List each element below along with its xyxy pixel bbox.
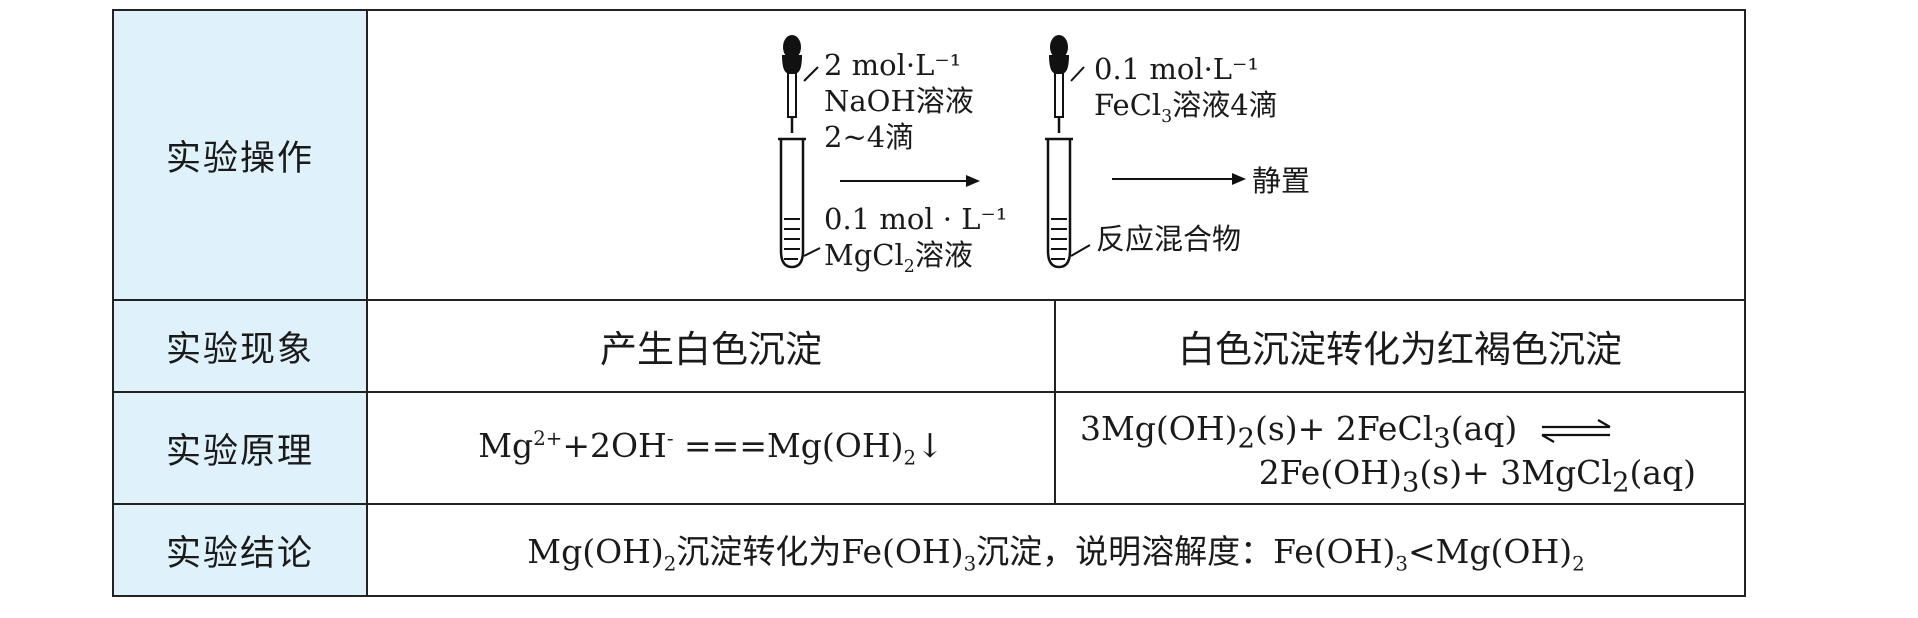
header-operation: 实验操作 [112,9,368,301]
header-phenomenon: 实验现象 [112,299,368,393]
equation-line-2: 2Fe(OH)3(s)+ 3MgCl2(aq) [1258,453,1696,499]
row-phenomenon: 实验现象 产生白色沉淀 白色沉淀转化为红褐色沉淀 [112,299,1746,393]
reaction-arrow-2-icon [1112,173,1246,185]
experiment-table: 实验操作 [112,9,1746,597]
tube-1-label: 0.1 mol · L⁻¹ MgCl2溶液 [824,202,1008,277]
dropper-2-icon [1049,35,1085,133]
dropper-1-icon [782,35,819,133]
principle-right-cell: 3Mg(OH)2(s)+ 2FeCl3(aq) 2Fe(OH)3(s)+ 3Mg… [1054,391,1746,505]
conclusion-text: Mg(OH)2沉淀转化为Fe(OH)3沉淀，说明溶解度：Fe(OH)3<Mg(O… [366,503,1746,597]
header-principle: 实验原理 [112,391,368,505]
operation-diagram: 2 mol·L⁻¹ NaOH溶液 2~4滴 0.1 mol · L⁻¹ MgCl… [368,11,1744,299]
row-operation: 实验操作 [112,9,1746,301]
operation-diagram-cell: 2 mol·L⁻¹ NaOH溶液 2~4滴 0.1 mol · L⁻¹ MgCl… [366,9,1746,301]
principle-right-equation: 3Mg(OH)2(s)+ 2FeCl3(aq) 2Fe(OH)3(s)+ 3Mg… [1056,393,1744,503]
principle-left-equation: Mg2++2OH- ===Mg(OH)2↓ [366,391,1056,505]
equilibrium-arrows-icon [1541,419,1611,443]
phenomenon-right: 白色沉淀转化为红褐色沉淀 [1054,299,1746,393]
row-conclusion: 实验结论 Mg(OH)2沉淀转化为Fe(OH)3沉淀，说明溶解度：Fe(OH)3… [112,503,1746,597]
test-tube-2-icon [1045,137,1091,269]
equation-line-1: 3Mg(OH)2(s)+ 2FeCl3(aq) [1080,409,1614,455]
settle-label: 静置 [1252,164,1311,198]
reaction-arrow-1-icon [840,175,980,187]
test-tube-1-icon [778,137,821,269]
row-principle: 实验原理 Mg2++2OH- ===Mg(OH)2↓ 3Mg(OH)2(s)+ … [112,391,1746,505]
tube-2-label: 反应混合物 [1096,222,1242,256]
phenomenon-left: 产生白色沉淀 [366,299,1056,393]
dropper-2-label: 0.1 mol·L⁻¹ FeCl3溶液4滴 [1094,52,1278,127]
dropper-1-label: 2 mol·L⁻¹ NaOH溶液 2~4滴 [824,48,974,154]
header-conclusion: 实验结论 [112,503,368,597]
apparatus-drawing [778,35,1246,269]
